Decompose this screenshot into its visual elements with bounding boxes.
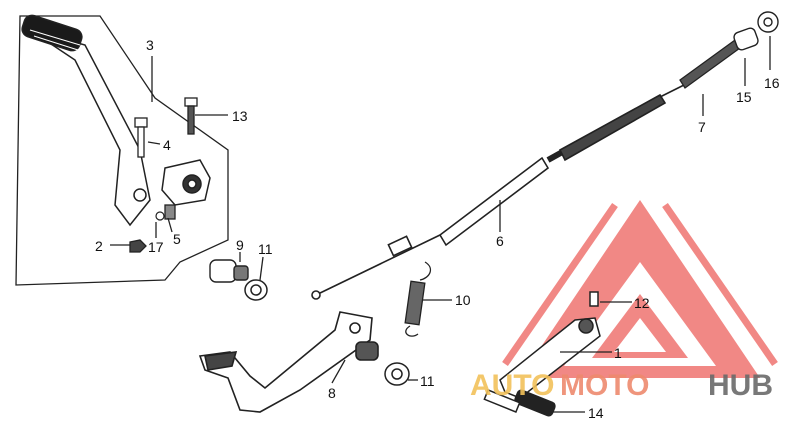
- gear-arm-1: [483, 291, 601, 417]
- label-11-upper: 11: [258, 241, 273, 257]
- label-9: 9: [236, 237, 244, 253]
- watermark-auto: AUTO: [470, 369, 554, 402]
- watermark-moto: MOTO: [560, 369, 649, 402]
- label-8: 8: [328, 385, 336, 401]
- kick-pivot-block: [161, 159, 211, 206]
- watermark-text: AUTO MOTO HUB: [470, 369, 773, 402]
- bolt-4: [134, 117, 148, 158]
- leader-lines: [110, 36, 771, 413]
- label-11-lower: 11: [420, 373, 435, 389]
- washer-11-lower: [384, 362, 410, 386]
- brake-cable-6: [311, 81, 691, 300]
- spring-5: [164, 204, 176, 220]
- label-2: 2: [95, 238, 103, 254]
- label-10: 10: [455, 292, 471, 308]
- kickstarter-group-outline: [15, 15, 229, 286]
- label-15: 15: [736, 89, 752, 105]
- label-3: 3: [146, 37, 154, 53]
- pin-15: [733, 27, 759, 51]
- collar-9: [209, 259, 249, 283]
- label-5: 5: [173, 231, 181, 247]
- ball-17: [155, 211, 165, 221]
- bolt-13: [184, 97, 198, 135]
- kickstarter-arm: [21, 14, 151, 227]
- spring-10: [404, 261, 432, 337]
- label-16: 16: [764, 75, 780, 91]
- spring-7: [679, 39, 741, 89]
- watermark-hub: HUB: [708, 369, 773, 402]
- part-labels: 3 13 4 5 2 17 9 11 6 7 15 16 10 8 11 12 …: [95, 37, 780, 421]
- label-1: 1: [614, 345, 622, 361]
- washer-11-upper: [244, 279, 268, 301]
- label-14: 14: [588, 405, 604, 421]
- label-17: 17: [148, 239, 164, 255]
- label-12: 12: [634, 295, 650, 311]
- label-6: 6: [496, 233, 504, 249]
- brake-pedal-8: [198, 311, 379, 413]
- nut-2: [129, 239, 147, 253]
- label-13: 13: [232, 108, 248, 124]
- label-4: 4: [163, 137, 171, 153]
- nut-16: [757, 11, 779, 33]
- label-7: 7: [698, 119, 706, 135]
